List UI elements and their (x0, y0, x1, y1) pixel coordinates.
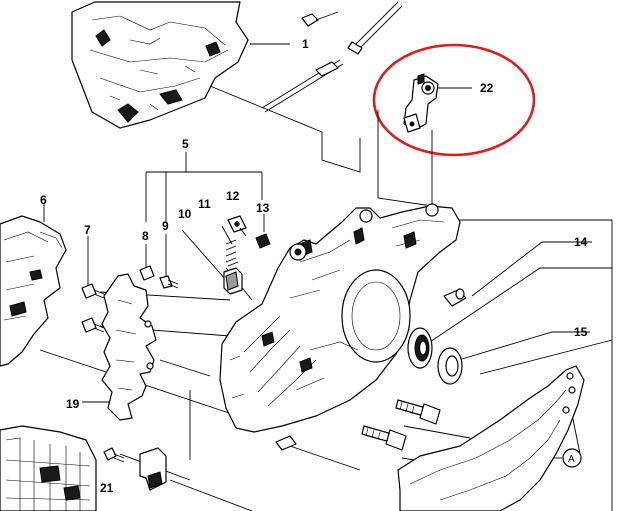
callout-15: 15 (574, 325, 588, 339)
bolt-lower (361, 425, 407, 451)
part-22-component (403, 73, 472, 133)
bracket-small-bottom (139, 447, 167, 491)
callout-13: 13 (256, 201, 270, 215)
part-6-left-bracket (0, 204, 67, 367)
callout-14: 14 (574, 235, 588, 249)
gasket (397, 365, 585, 511)
callout-a-circle (562, 448, 582, 468)
part-12-pin (227, 215, 247, 237)
callout-5: 5 (182, 137, 189, 151)
highlight-circle (372, 43, 536, 157)
bearing (407, 327, 433, 369)
part-1-crankcase-top (71, 1, 249, 129)
sleeve-bottom (275, 435, 297, 451)
screw-top (301, 11, 339, 27)
callout-labels: 1 5 6 7 8 9 10 11 12 13 14 15 19 21 22 A (40, 37, 588, 495)
callout-6: 6 (40, 193, 47, 207)
callout-10: 10 (178, 207, 192, 221)
part-19-cover-plate (101, 273, 157, 421)
screw-9 (159, 275, 179, 289)
callout-9: 9 (162, 219, 169, 233)
screw-7-lower (81, 317, 105, 333)
main-crankcase (219, 203, 461, 433)
callout-21: 21 (100, 481, 114, 495)
callout-1: 1 (302, 37, 309, 51)
bolt-upper (395, 399, 441, 425)
callout-11: 11 (198, 197, 211, 211)
callout-12: 12 (226, 189, 240, 203)
callout-7: 7 (84, 223, 91, 237)
part-11-spring (221, 225, 239, 267)
part-13-screw (255, 214, 271, 249)
bottom-left-engine-part (0, 425, 97, 511)
part-10-block (223, 267, 243, 295)
callout-22: 22 (480, 81, 494, 95)
sleeve-14 (443, 288, 467, 307)
seal-ring (437, 347, 463, 385)
screw-21 (103, 447, 125, 463)
callout-8: 8 (142, 229, 149, 243)
callout-a: A (568, 454, 575, 465)
callout-19: 19 (66, 397, 80, 411)
throttle-cable (261, 1, 403, 113)
screw-7-upper (81, 283, 105, 299)
nut-8 (139, 265, 155, 281)
